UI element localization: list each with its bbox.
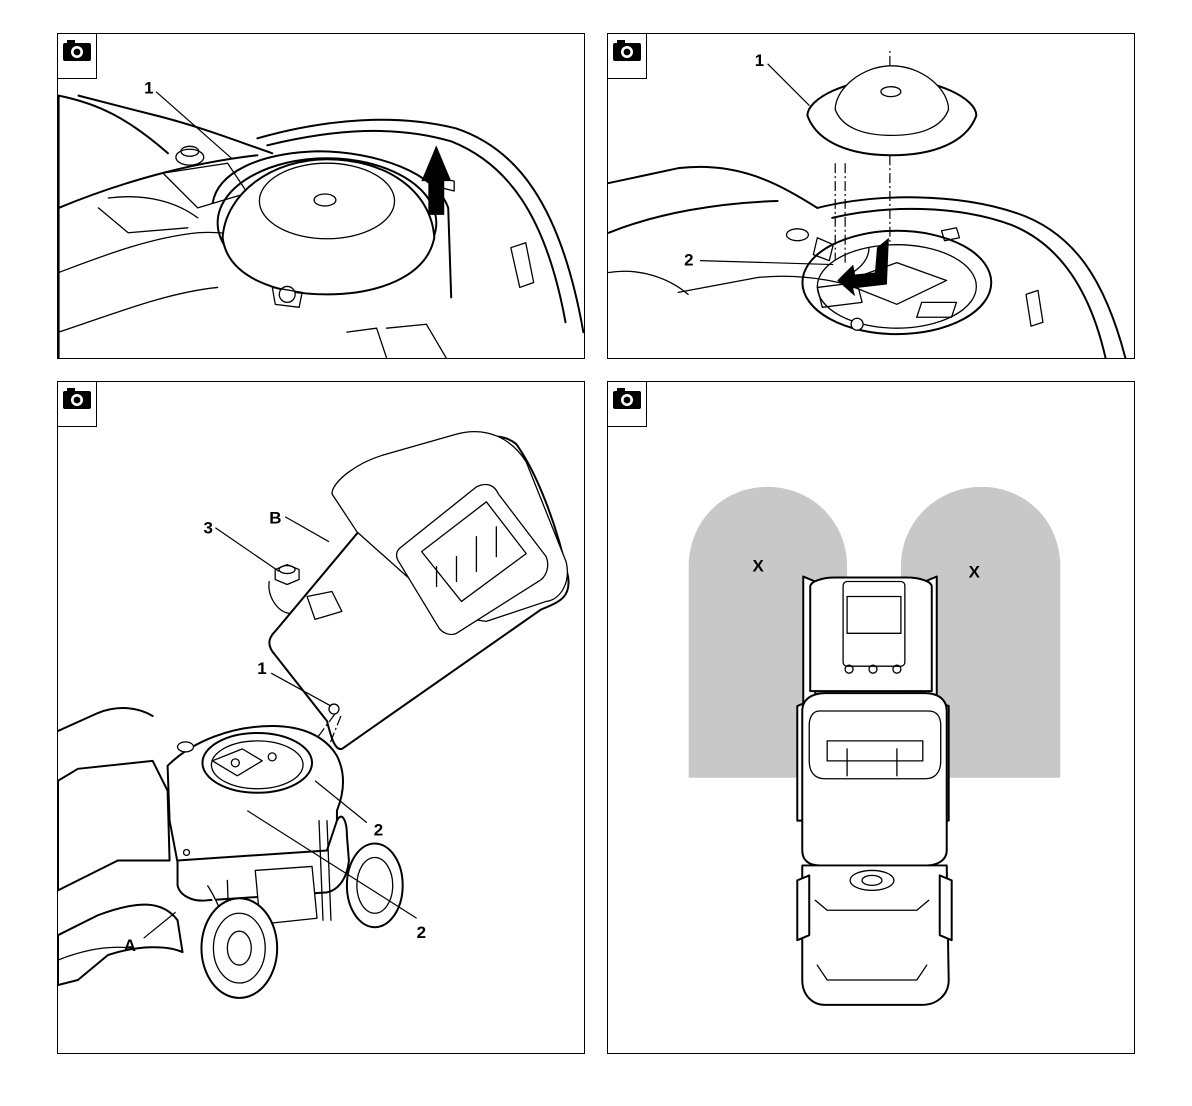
- label-2b: 2: [417, 923, 426, 942]
- label-1: 1: [257, 659, 266, 678]
- panel-4-illustration: X X: [608, 382, 1134, 1053]
- camera-icon: [58, 34, 97, 79]
- panel-4: X X: [607, 381, 1135, 1054]
- label-2: 2: [684, 251, 693, 270]
- label-A: A: [124, 936, 136, 955]
- camera-icon: [608, 382, 647, 427]
- panel-2-illustration: 1 2: [608, 34, 1134, 358]
- label-3: 3: [203, 519, 212, 538]
- label-B: B: [269, 509, 281, 528]
- zone-label-x-left: X: [752, 557, 764, 576]
- label-1: 1: [144, 79, 153, 98]
- zone-label-x-right: X: [969, 563, 981, 582]
- panel-2: 1 2: [607, 33, 1135, 359]
- panel-1-illustration: 1: [58, 34, 584, 358]
- label-1: 1: [755, 51, 764, 70]
- label-2a: 2: [374, 821, 383, 840]
- camera-icon: [58, 382, 97, 427]
- panel-1: 1: [57, 33, 585, 359]
- panel-3: 3 B 1 2 2 A: [57, 381, 585, 1054]
- panel-3-illustration: 3 B 1 2 2 A: [58, 382, 584, 1053]
- camera-icon: [608, 34, 647, 79]
